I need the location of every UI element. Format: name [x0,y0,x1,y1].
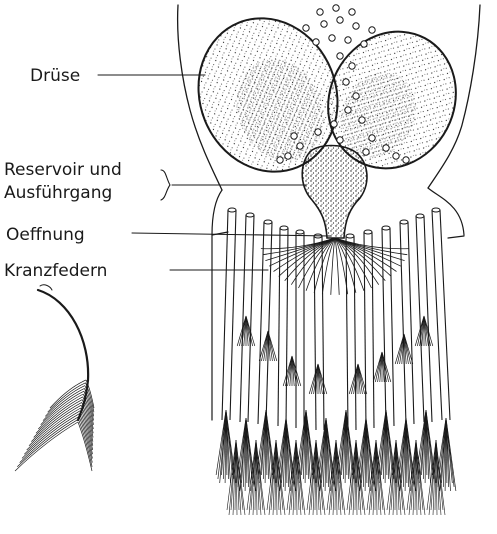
label-kranzfedern: Kranzfedern [4,261,107,281]
label-druese: Drüse [30,66,80,86]
single-feather [15,285,94,471]
label-reservoir-line1: Reservoir und [4,160,122,180]
label-oeffnung: Oeffnung [6,225,85,245]
circlet-feather-shafts [222,208,450,430]
label-reservoir-line2: Ausführgang [4,183,112,203]
reservoir-duct [302,146,367,239]
opening-fringe [261,238,409,295]
circlet-feather-tufts [216,316,456,515]
brace-reservoir [161,170,170,200]
skin-edge-left [212,190,222,420]
skin-shoulder-right [448,236,464,238]
